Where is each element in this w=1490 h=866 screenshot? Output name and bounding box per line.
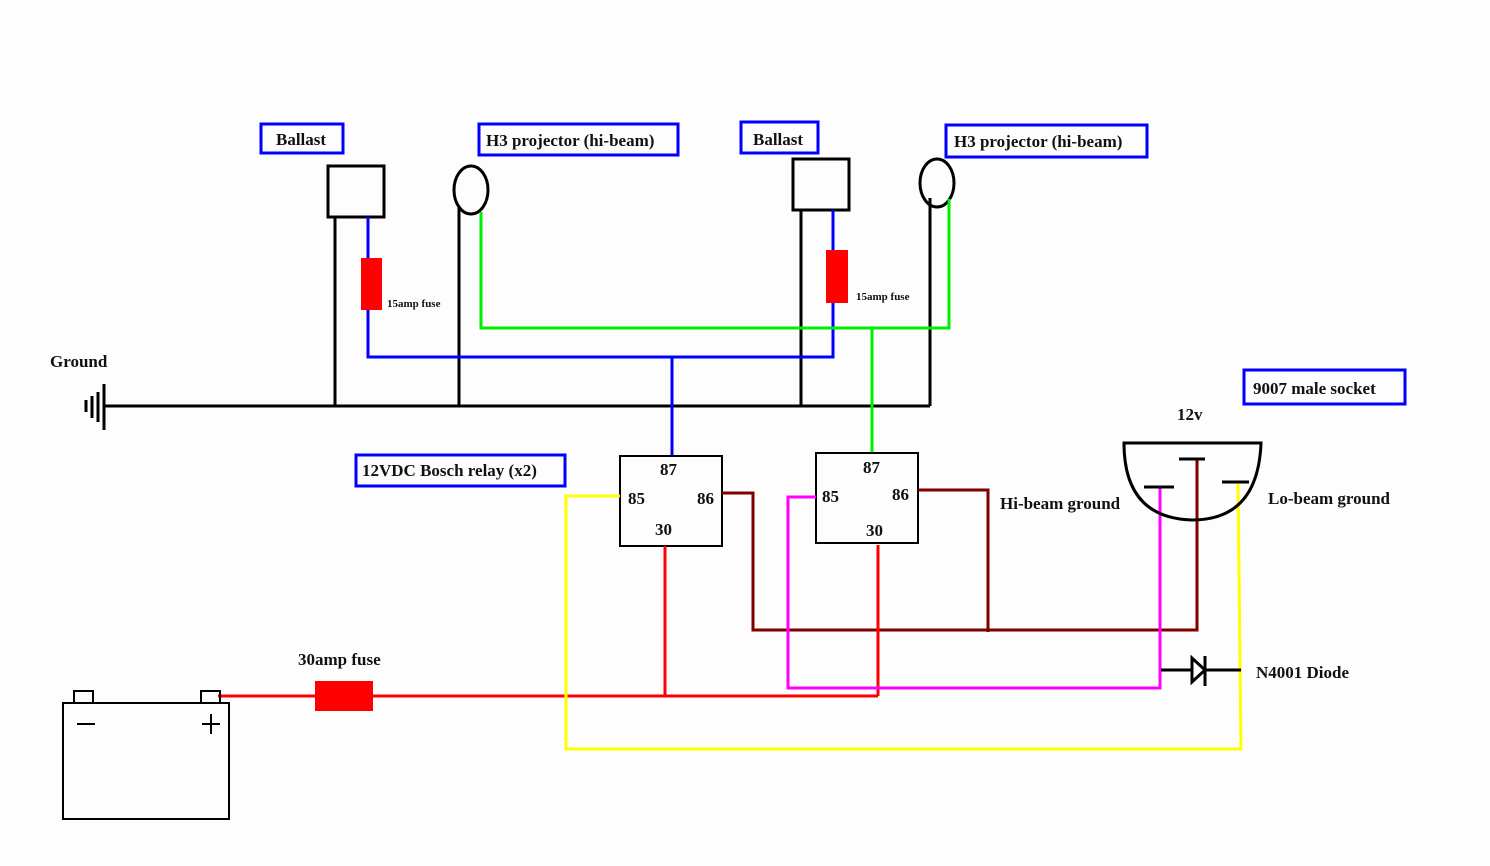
socket-9007-icon bbox=[1122, 441, 1263, 522]
ballast-right bbox=[791, 157, 851, 212]
projector-trigger-loop bbox=[479, 199, 951, 330]
hi-beam-ground-label: Hi-beam ground bbox=[1000, 494, 1121, 513]
fuse-15amp-right bbox=[826, 250, 848, 303]
battery-icon bbox=[62, 690, 230, 820]
fuse-15amp-left-label: 15amp fuse bbox=[387, 298, 441, 310]
relay1-pin-85: 85 bbox=[628, 489, 645, 508]
label-socket: 9007 male socket bbox=[1242, 368, 1407, 406]
label-projector-left: H3 projector (hi-beam) bbox=[477, 122, 680, 157]
svg-text:9007 male socket: 9007 male socket bbox=[1253, 379, 1376, 398]
diode-icon bbox=[1161, 654, 1241, 686]
ballast-left bbox=[326, 164, 386, 219]
fuse-15amp-left bbox=[361, 258, 382, 310]
relay2-pin-85: 85 bbox=[822, 487, 839, 506]
projector-right-bulb-icon bbox=[918, 157, 956, 209]
relay2-pin-87: 87 bbox=[863, 458, 881, 477]
relay2-pin-30: 30 bbox=[866, 521, 883, 540]
label-relay: 12VDC Bosch relay (x2) bbox=[354, 453, 567, 488]
relay1-86-to-12v-wire bbox=[722, 459, 1199, 632]
fuse-30amp-label: 30amp fuse bbox=[298, 650, 381, 669]
svg-text:H3 projector (hi-beam): H3 projector (hi-beam) bbox=[486, 131, 654, 150]
diode-label: N4001 Diode bbox=[1256, 663, 1349, 682]
projector-trigger-wires bbox=[479, 199, 951, 453]
lo-beam-ground-label: Lo-beam ground bbox=[1268, 489, 1391, 508]
relay-86-wires bbox=[722, 459, 1199, 632]
label-ballast-left: Ballast bbox=[259, 122, 345, 155]
hi-beam-ground-wire bbox=[786, 487, 1162, 690]
relay2-pin-86: 86 bbox=[892, 485, 909, 504]
svg-text:Ballast: Ballast bbox=[276, 130, 326, 149]
label-projector-right: H3 projector (hi-beam) bbox=[944, 123, 1149, 159]
relay1-pin-87: 87 bbox=[660, 460, 678, 479]
ballast-power-loop bbox=[366, 210, 835, 359]
relay1-pin-30: 30 bbox=[655, 520, 672, 539]
ground-bus bbox=[103, 198, 932, 408]
relay1-pin-86: 86 bbox=[697, 489, 714, 508]
projector-left-bulb-icon bbox=[452, 164, 490, 216]
relay-1: 87 85 86 30 bbox=[619, 455, 723, 547]
svg-text:12VDC Bosch relay (x2): 12VDC Bosch relay (x2) bbox=[362, 461, 537, 480]
battery-power-wires bbox=[218, 545, 880, 698]
lo-beam-ground-wire bbox=[564, 481, 1243, 751]
socket-12v-label: 12v bbox=[1177, 405, 1203, 424]
relay2-86-wire bbox=[918, 488, 990, 632]
ballast-power-wires bbox=[366, 210, 835, 456]
ground-label: Ground bbox=[50, 352, 108, 371]
label-ballast-right: Ballast bbox=[739, 120, 820, 155]
fuse-30amp bbox=[315, 681, 373, 711]
svg-text:Ballast: Ballast bbox=[753, 130, 803, 149]
fuse-15amp-right-label: 15amp fuse bbox=[856, 291, 910, 303]
relay-2: 87 85 86 30 bbox=[815, 452, 919, 544]
ground-symbol-icon bbox=[84, 384, 106, 430]
svg-text:H3 projector (hi-beam): H3 projector (hi-beam) bbox=[954, 132, 1122, 151]
